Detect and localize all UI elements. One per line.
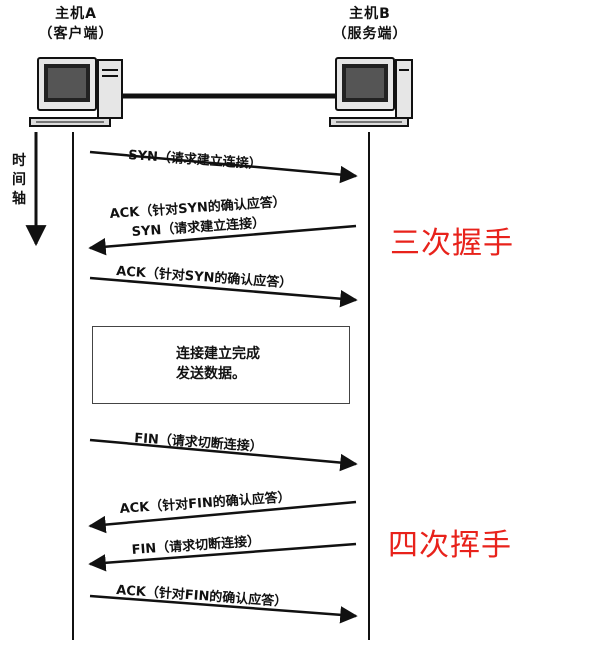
message-label: ACK（针对FIN的确认应答） — [119, 489, 291, 517]
message-arrow — [88, 542, 357, 572]
connection-box-line1: 连接建立完成 — [176, 346, 260, 362]
phase-handshake-label: 三次握手 — [390, 226, 514, 261]
message-arrow — [89, 276, 358, 308]
host-a-label: 主机A （客户端） — [16, 4, 136, 44]
message-label: SYN（请求建立连接） — [128, 147, 262, 172]
connection-established-box — [92, 326, 350, 404]
time-axis-label: 时间轴 — [12, 153, 26, 207]
message-label: ACK（针对FIN的确认应答） — [116, 582, 288, 610]
computer-icon — [29, 57, 123, 127]
connection-box-text: 连接建立完成 发送数据。 — [176, 344, 260, 384]
phase-wave-label: 四次挥手 — [388, 528, 512, 563]
message-arrow — [88, 224, 357, 256]
message-arrow — [89, 438, 358, 472]
host-b-role: （服务端） — [332, 26, 408, 42]
server-icon — [329, 57, 413, 127]
host-b-label: 主机B （服务端） — [310, 4, 430, 44]
message-label: FIN（请求切断连接） — [131, 533, 260, 558]
connection-box-line2: 发送数据。 — [176, 366, 246, 382]
host-a-name: 主机A — [55, 6, 97, 22]
host-a-role: （客户端） — [38, 26, 114, 42]
message-label: FIN（请求切断连接） — [134, 430, 263, 455]
host-b-name: 主机B — [349, 6, 391, 22]
message-arrow — [89, 150, 358, 184]
message-arrow — [89, 594, 358, 624]
message-arrow — [88, 500, 357, 534]
